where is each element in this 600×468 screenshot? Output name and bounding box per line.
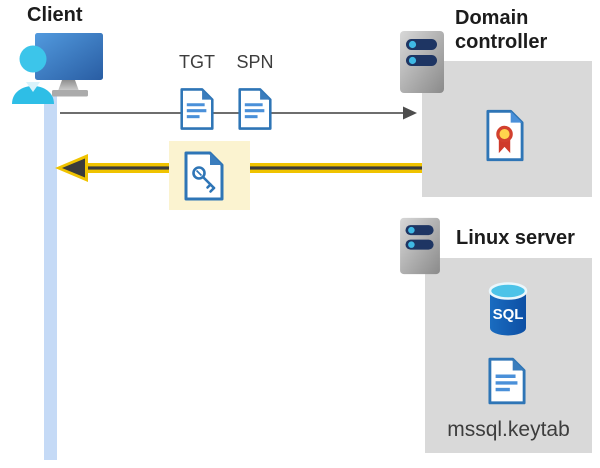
spn-document-icon <box>238 88 272 130</box>
client-workstation-icon <box>12 33 103 104</box>
response-arrow <box>55 154 422 182</box>
linux-server-icon <box>400 217 440 275</box>
sql-database-icon: SQL <box>488 282 528 336</box>
domain-controller-server-icon <box>400 31 444 93</box>
client-label: Client <box>27 4 83 26</box>
linux-server-title: Linux server <box>456 227 575 249</box>
keytab-document-icon <box>488 357 526 405</box>
sql-icon-text: SQL <box>493 306 524 323</box>
certificate-icon <box>486 109 524 162</box>
keytab-label: mssql.keytab <box>447 418 570 441</box>
request-arrow <box>60 106 417 120</box>
tgt-label: TGT <box>179 52 215 72</box>
client-lifeline-bar <box>44 96 57 460</box>
document-key-icon <box>184 151 224 201</box>
tgt-document-icon <box>180 88 214 130</box>
spn-label: SPN <box>236 52 274 72</box>
domain-controller-title: Domain controller <box>455 7 548 53</box>
